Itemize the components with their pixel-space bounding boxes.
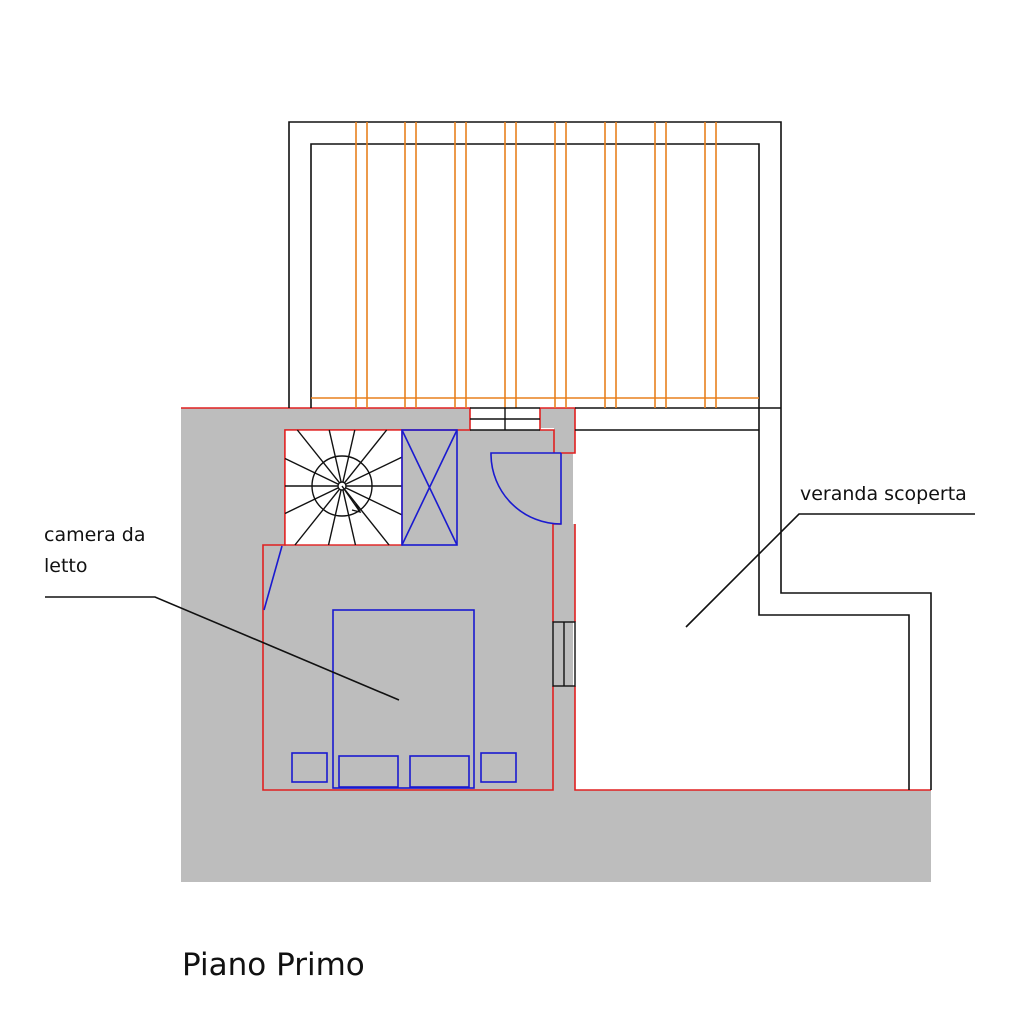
stair-tread <box>284 487 339 515</box>
window-leaf <box>263 545 283 611</box>
stair-tread <box>328 429 342 483</box>
nightstand-right <box>480 752 517 783</box>
pergola-frame <box>288 121 932 790</box>
pillow-right <box>409 755 470 788</box>
stair-tread <box>284 457 339 485</box>
bedroom-label-line1: camera da <box>44 524 146 546</box>
top-opening <box>470 407 540 431</box>
veranda-label: veranda scoperta <box>800 483 967 505</box>
pergola-beams <box>355 122 717 408</box>
bedroom-leader <box>45 596 400 701</box>
wall-pieces <box>181 408 931 882</box>
stair-tread <box>345 456 403 485</box>
pillow-left <box>338 755 399 788</box>
stair-tread <box>342 429 356 483</box>
furniture <box>263 429 562 789</box>
nightstand-left <box>291 752 328 783</box>
door-swing <box>490 452 562 525</box>
veranda-leader <box>685 513 975 628</box>
bedroom-label-line2: letto <box>44 555 88 577</box>
stair-tread <box>343 429 388 484</box>
stair-tread <box>343 488 390 546</box>
wardrobe <box>401 429 458 546</box>
plan-title: Piano Primo <box>182 947 365 983</box>
double-bed <box>332 609 475 789</box>
leader-lines <box>45 513 975 701</box>
side-window <box>552 621 576 687</box>
stair-tread <box>296 429 341 484</box>
stair-tread <box>345 487 403 516</box>
stair-tread <box>327 489 342 546</box>
stair-tread <box>342 489 357 546</box>
stair-tread <box>294 488 341 546</box>
spiral-staircase <box>284 429 403 546</box>
